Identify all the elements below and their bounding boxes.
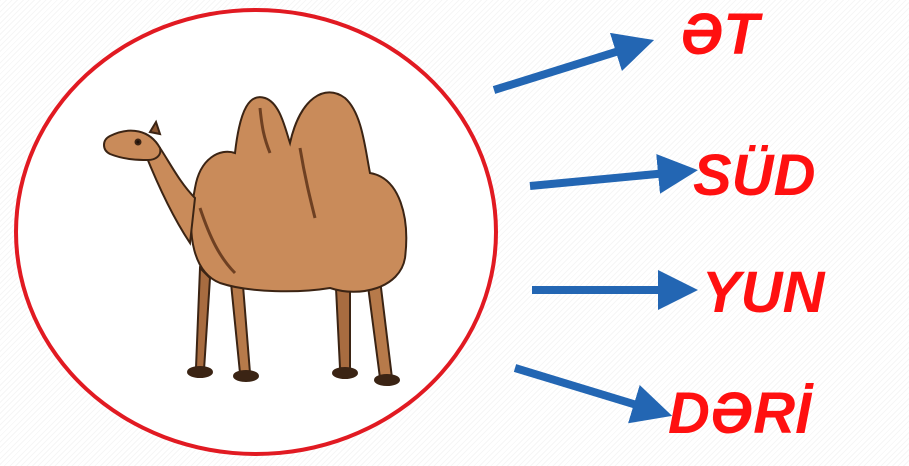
product-label-milk: SÜD [693,143,816,208]
product-label-skin: DƏRİ [668,381,812,446]
arrow-right-icon [492,32,655,94]
product-label-meat: ƏT [680,2,759,67]
camel-icon [103,91,408,386]
arrow-right-icon [513,364,673,424]
product-label-wool: YUN [702,260,825,325]
arrow-right-icon [529,153,698,194]
